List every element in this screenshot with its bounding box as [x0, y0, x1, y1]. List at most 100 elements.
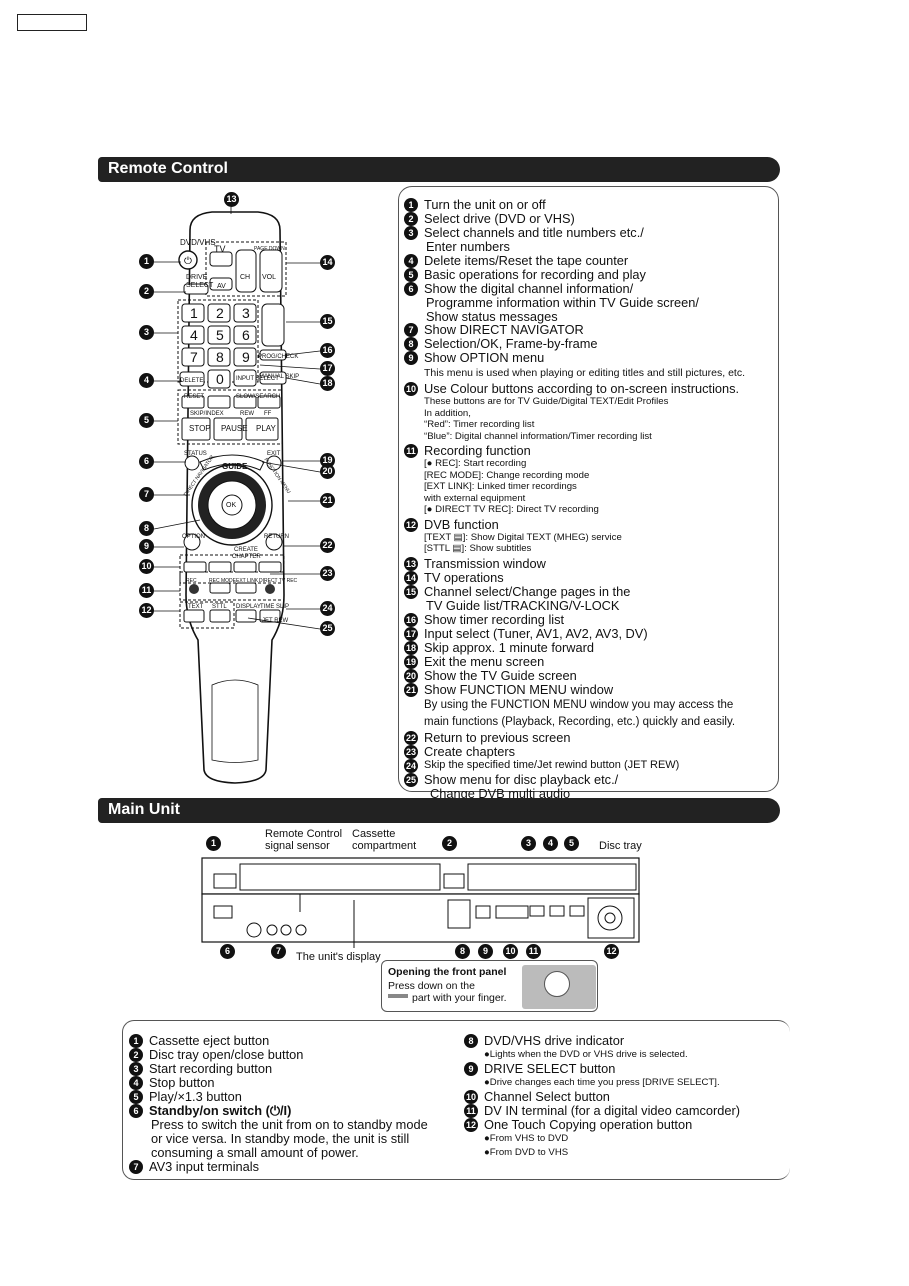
list-number: 3: [404, 226, 418, 240]
list-note: [● DIRECT TV REC]: Direct TV recording: [424, 504, 599, 516]
list-number: 25: [404, 772, 418, 787]
label-remote-sensor-2: signal sensor: [265, 840, 330, 852]
remote-key-6: 6: [242, 327, 250, 343]
list-number: 3: [129, 1062, 143, 1076]
list-number: 11: [464, 1104, 478, 1118]
unit-callout-10: 10: [503, 944, 518, 959]
remote-label-option: OPTION: [182, 534, 206, 540]
panel-line-2: part with your finger.: [412, 992, 507, 1004]
remote-key-3: 3: [242, 305, 250, 321]
callout-7: 7: [139, 487, 154, 502]
remote-label-ff: FF: [264, 411, 272, 417]
unit-callout-6: 6: [220, 944, 235, 959]
remote-label-create-chapter: CREATE CHAPTER: [232, 547, 261, 560]
list-item-continued: Press to switch the unit from on to stan…: [151, 1117, 428, 1132]
callout-25: 25: [320, 621, 335, 636]
list-number: 4: [129, 1076, 143, 1090]
list-item: 14 TV operations: [404, 571, 779, 585]
list-text: Recording function: [424, 443, 531, 459]
list-text: Channel Select button: [484, 1089, 610, 1104]
list-number: 13: [404, 556, 418, 571]
list-text: Delete items/Reset the tape counter: [424, 252, 629, 268]
list-number: 1: [129, 1034, 143, 1048]
list-number: 2: [129, 1048, 143, 1062]
remote-label-ch: CH: [240, 274, 251, 281]
list-item: 4 Delete items/Reset the tape counter: [404, 252, 779, 268]
list-note: [● REC]: Start recording: [424, 458, 527, 470]
remote-label-page-down: PAGE DOWN: [254, 246, 285, 252]
list-number: 7: [129, 1160, 143, 1174]
list-number: 10: [464, 1090, 478, 1104]
remote-label-tv: TV: [214, 244, 226, 254]
remote-label-skip-index: SKIP/INDEX: [190, 411, 224, 417]
list-item-continued: TV Guide list/TRACKING/V-LOCK: [426, 597, 620, 613]
list-note: [EXT LINK]: Linked timer recordings: [424, 481, 577, 493]
list-sub: ●From VHS to DVD: [484, 1133, 569, 1144]
callout-2: 2: [139, 284, 154, 299]
list-number: 2: [404, 212, 418, 226]
list-text: Select channels and title numbers etc./: [424, 225, 644, 240]
list-number: 4: [404, 253, 418, 268]
label-cassette: Cassette: [352, 828, 396, 840]
list-number: 6: [129, 1104, 143, 1118]
remote-label-dvd-vhs: DVD/VHS: [180, 238, 216, 247]
list-item: 3 Select channels and title numbers etc./: [404, 226, 779, 240]
callout-1: 1: [139, 254, 154, 269]
unit-callout-3: 3: [521, 836, 536, 851]
callout-5: 5: [139, 413, 154, 428]
list-text: Show timer recording list: [424, 611, 565, 627]
list-text: Show the digital channel information/: [424, 280, 634, 296]
list-text: Skip approx. 1 minute forward: [424, 639, 594, 655]
remote-label-play: PLAY: [256, 424, 276, 433]
list-text: Basic operations for recording and play: [424, 266, 646, 282]
list-text: DRIVE SELECT button: [484, 1061, 616, 1076]
list-text: TV operations: [424, 569, 504, 585]
panel-line-1: Press down on the: [388, 980, 475, 992]
remote-label-status: STATUS: [184, 451, 207, 457]
main-unit-title: Main Unit: [108, 801, 180, 818]
unit-callout-2: 2: [442, 836, 457, 851]
list-number: 23: [404, 744, 418, 759]
list-number: 19: [404, 654, 418, 669]
label-unit-display: The unit's display: [296, 951, 381, 963]
remote-label-av: AV: [217, 283, 226, 290]
list-text: DVB function: [424, 516, 499, 532]
unit-callout-12: 12: [604, 944, 619, 959]
list-number: 12: [464, 1118, 478, 1132]
unit-callout-11: 11: [526, 944, 541, 959]
list-number: 7: [404, 323, 418, 338]
list-text: Standby/on switch (⏻/I): [149, 1103, 292, 1118]
list-number: 14: [404, 570, 418, 585]
remote-label-ext-link: EXT LINK: [236, 578, 259, 584]
list-note: These buttons are for TV Guide/Digital T…: [424, 396, 669, 408]
callout-10: 10: [139, 559, 154, 574]
unit-callout-9: 9: [478, 944, 493, 959]
callout-16: 16: [320, 343, 335, 358]
list-item: 10 Channel Select button: [464, 1090, 784, 1104]
callout-20: 20: [320, 464, 335, 479]
list-number: 17: [404, 626, 418, 641]
list-text: Cassette eject button: [149, 1033, 270, 1048]
list-text: Use Colour buttons according to on-scree…: [424, 381, 740, 397]
remote-label-guide: GUIDE: [222, 462, 248, 471]
list-item-continued: Enter numbers: [426, 239, 510, 254]
remote-label-direct-tv-rec: DIRECT TV REC: [259, 578, 298, 584]
